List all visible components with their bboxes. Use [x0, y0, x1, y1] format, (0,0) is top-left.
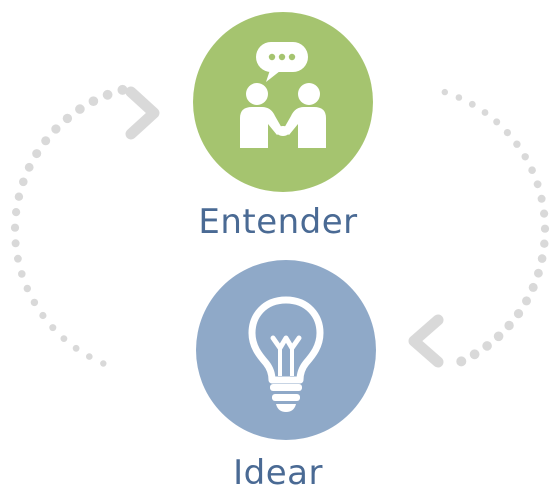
arc-dot: [102, 89, 113, 100]
arc-dot: [51, 124, 61, 134]
arc-dot: [533, 180, 542, 189]
arc-dot: [528, 166, 536, 174]
chevron-right-icon: [125, 86, 160, 140]
people-talking-icon: [240, 42, 326, 148]
arc-dot: [88, 96, 99, 106]
arc-dot: [482, 341, 492, 351]
arc-dot: [117, 84, 128, 95]
chevron-left-icon: [408, 314, 444, 368]
arc-dot: [537, 194, 546, 203]
arc-dot: [72, 344, 80, 352]
arc-dot: [24, 162, 34, 172]
arc-dot: [540, 209, 549, 218]
arc-dot: [493, 118, 501, 126]
arc-dot: [41, 136, 51, 146]
arc-dot: [455, 94, 463, 101]
arc-dot: [540, 239, 549, 248]
arc-dot: [504, 320, 514, 331]
arc-dot: [540, 224, 550, 233]
arc-dot: [62, 113, 73, 124]
arc-dot: [513, 140, 521, 148]
arc-dot: [493, 331, 504, 342]
arc-dot: [528, 282, 538, 292]
arc-dot: [456, 356, 467, 367]
arc-dot: [19, 177, 28, 187]
stage-label-entender: Entender: [198, 202, 358, 242]
arc-dot: [537, 254, 547, 263]
arc-dot: [32, 149, 42, 159]
arc-dot: [23, 284, 31, 293]
arc-dot: [10, 223, 20, 232]
arc-dot: [522, 296, 531, 306]
arc-dot: [513, 309, 524, 319]
arc-dot: [18, 270, 26, 278]
arc-dot: [30, 298, 39, 307]
arc-dot: [60, 335, 68, 342]
arc-dot: [503, 129, 511, 137]
arc-dot: [441, 88, 448, 96]
arc-dot: [481, 109, 489, 116]
arc-dot: [100, 360, 107, 367]
left-dotted-arc: [10, 84, 128, 367]
entender-node: [193, 12, 373, 192]
arc-dot: [75, 104, 85, 114]
arc-dot: [39, 311, 47, 320]
stage-label-idear: Idear: [233, 453, 323, 493]
arc-dot: [469, 349, 480, 360]
entender-circle: [193, 12, 373, 192]
idear-node: [196, 260, 376, 440]
arc-dot: [468, 100, 476, 108]
arc-dot: [12, 208, 21, 217]
arc-dot: [14, 192, 24, 201]
lightbulb-icon: [248, 296, 324, 412]
arc-dot: [49, 324, 57, 332]
idear-circle: [196, 260, 376, 440]
right-dotted-arc: [441, 88, 550, 367]
arc-dot: [11, 239, 20, 248]
arc-dot: [534, 268, 543, 278]
arc-dot: [14, 254, 22, 263]
arc-dot: [86, 353, 93, 360]
arc-dot: [521, 153, 529, 161]
